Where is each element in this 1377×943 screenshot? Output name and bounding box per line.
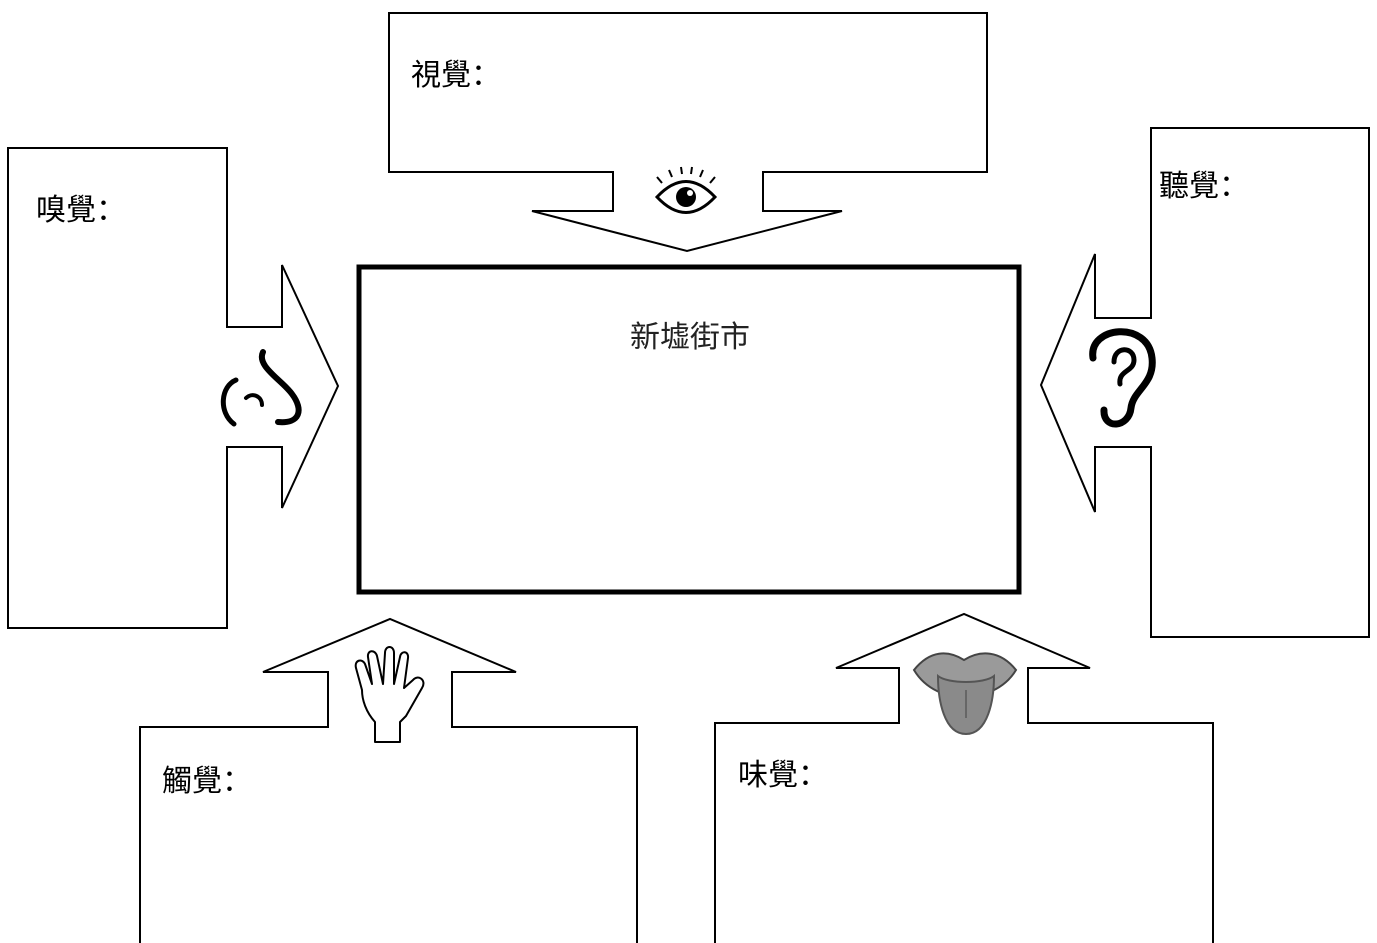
sight-callout: 視覺：	[388, 12, 988, 253]
center-box	[356, 264, 1022, 595]
touch-box	[139, 617, 638, 943]
sight-box	[388, 12, 988, 253]
touch-label: 觸覺：	[162, 764, 252, 799]
hearing-box	[1039, 127, 1370, 638]
taste-box	[714, 612, 1214, 943]
sight-label: 視覺：	[411, 58, 501, 93]
eye-icon	[654, 166, 718, 214]
tongue-icon	[912, 652, 1018, 736]
taste-label: 味覺：	[738, 758, 828, 793]
smell-callout: 嗅覺：	[7, 147, 340, 629]
touch-callout: 觸覺：	[139, 617, 638, 943]
center-title: 新墟街市	[630, 320, 750, 355]
hand-icon	[354, 646, 425, 743]
ear-icon	[1089, 328, 1156, 428]
hearing-label: 聽覺：	[1159, 169, 1249, 204]
smell-box	[7, 147, 340, 629]
hearing-callout: 聽覺：	[1039, 127, 1370, 638]
nose-icon	[220, 349, 302, 427]
center-topic: 新墟街市	[356, 264, 1022, 595]
taste-callout: 味覺：	[714, 612, 1214, 943]
smell-label: 嗅覺：	[36, 193, 126, 228]
